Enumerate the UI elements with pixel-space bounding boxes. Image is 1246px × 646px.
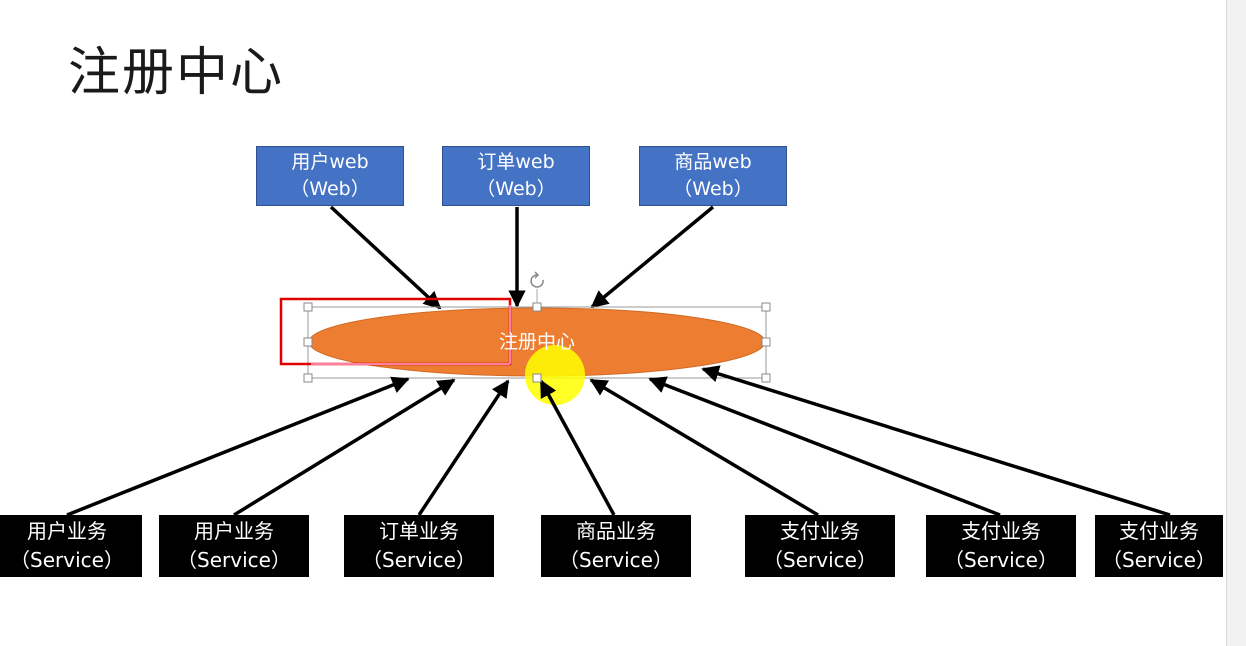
cursor-highlight-icon xyxy=(525,345,585,405)
web-node-name: 订单web xyxy=(477,151,555,173)
resize-handle[interactable] xyxy=(303,302,313,312)
service-node[interactable]: 支付业务 （Service） xyxy=(1095,515,1223,577)
web-node-user[interactable]: 用户web （Web） xyxy=(256,146,404,206)
service-node-type: （Service） xyxy=(10,548,124,572)
rotate-handle-icon[interactable] xyxy=(530,271,544,303)
service-node[interactable]: 订单业务 （Service） xyxy=(344,515,494,577)
service-node[interactable]: 支付业务 （Service） xyxy=(745,515,895,577)
service-node[interactable]: 用户业务 （Service） xyxy=(159,515,309,577)
service-node-type: （Service） xyxy=(559,548,673,572)
service-node[interactable]: 支付业务 （Service） xyxy=(926,515,1076,577)
registry-label: 注册中心 xyxy=(498,331,575,353)
resize-handles[interactable] xyxy=(303,302,771,383)
service-node[interactable]: 用户业务 （Service） xyxy=(0,515,142,577)
slide-scrollbar[interactable] xyxy=(1226,0,1246,646)
service-node-name: 用户业务 xyxy=(194,519,274,543)
service-node-name: 支付业务 xyxy=(961,519,1041,543)
resize-handle[interactable] xyxy=(303,373,313,383)
arrow-service-3 xyxy=(417,379,510,516)
arrow-service-5 xyxy=(589,378,819,517)
resize-handle[interactable] xyxy=(532,373,542,383)
arrow-service-4 xyxy=(539,379,616,516)
slide-title: 注册中心 xyxy=(68,43,285,103)
service-node-name: 支付业务 xyxy=(1119,519,1199,543)
web-node-name: 用户web xyxy=(291,151,369,173)
resize-handle[interactable] xyxy=(761,373,771,383)
arrow-service-7 xyxy=(701,365,1171,517)
arrow-service-2 xyxy=(233,378,456,517)
service-node-name: 商品业务 xyxy=(576,519,656,543)
service-node-type: （Service） xyxy=(944,548,1058,572)
web-node-product[interactable]: 商品web （Web） xyxy=(639,146,787,206)
arrow-service-6 xyxy=(648,376,1001,517)
web-node-type: （Web） xyxy=(476,178,556,200)
service-node-type: （Service） xyxy=(177,548,291,572)
web-node-type: （Web） xyxy=(290,178,370,200)
service-node[interactable]: 商品业务 （Service） xyxy=(541,515,691,577)
resize-handle[interactable] xyxy=(761,337,771,347)
resize-handle[interactable] xyxy=(532,302,542,312)
resize-handle[interactable] xyxy=(303,337,313,347)
service-node-type: （Service） xyxy=(1102,548,1216,572)
service-node-name: 支付业务 xyxy=(780,519,860,543)
service-node-type: （Service） xyxy=(763,548,877,572)
web-node-order[interactable]: 订单web （Web） xyxy=(442,146,590,206)
service-node-name: 订单业务 xyxy=(379,519,459,543)
arrow-product-web xyxy=(590,205,715,309)
service-node-name: 用户业务 xyxy=(27,519,107,543)
web-node-type: （Web） xyxy=(673,178,753,200)
service-node-type: （Service） xyxy=(362,548,476,572)
web-node-name: 商品web xyxy=(674,151,752,173)
arrow-service-1 xyxy=(66,376,410,517)
resize-handle[interactable] xyxy=(761,302,771,312)
arrow-user-web xyxy=(329,205,442,310)
